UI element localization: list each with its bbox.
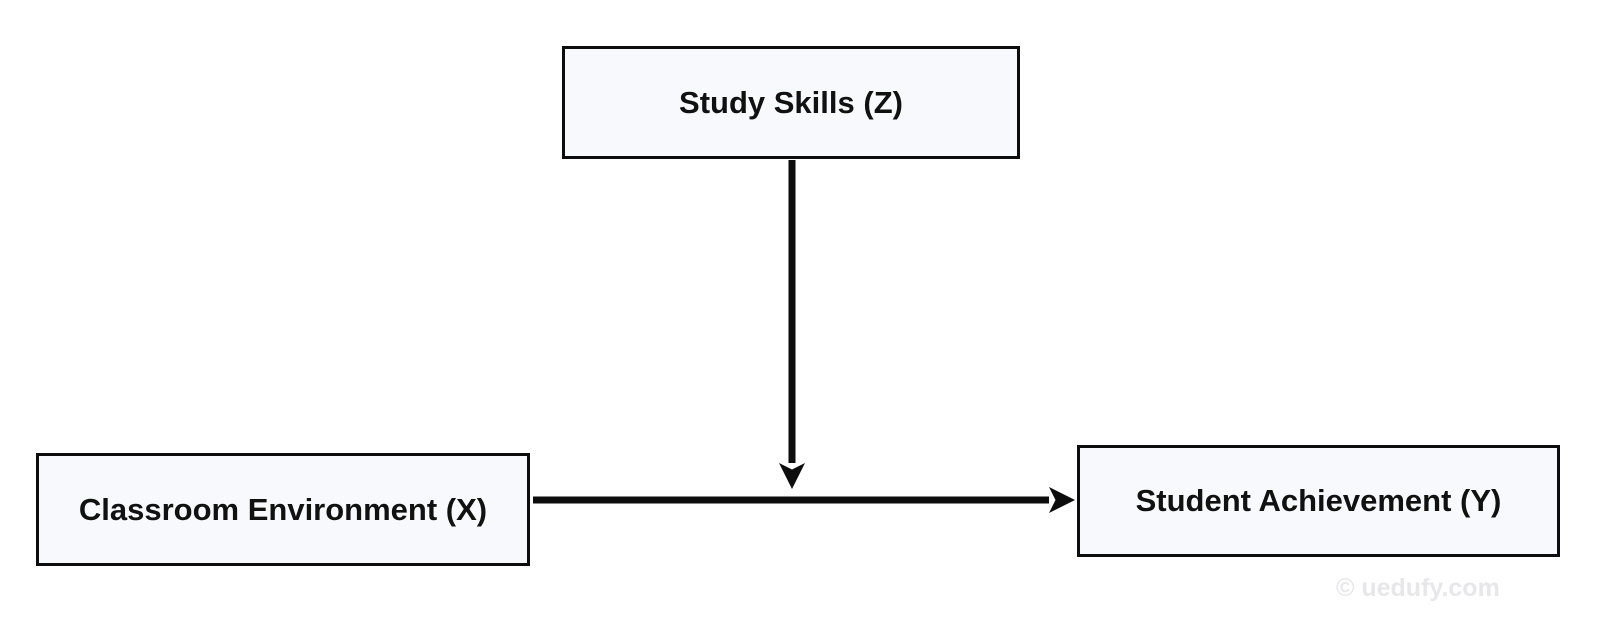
node-student-achievement: Student Achievement (Y) [1077,445,1560,557]
node-classroom-environment: Classroom Environment (X) [36,453,530,566]
node-student-achievement-label: Student Achievement (Y) [1135,483,1502,518]
watermark: © uedufy.com [1336,574,1500,602]
node-study-skills-label: Study Skills (Z) [679,84,903,120]
node-study-skills: Study Skills (Z) [562,46,1020,159]
node-classroom-environment-label: Classroom Environment (X) [78,491,488,527]
